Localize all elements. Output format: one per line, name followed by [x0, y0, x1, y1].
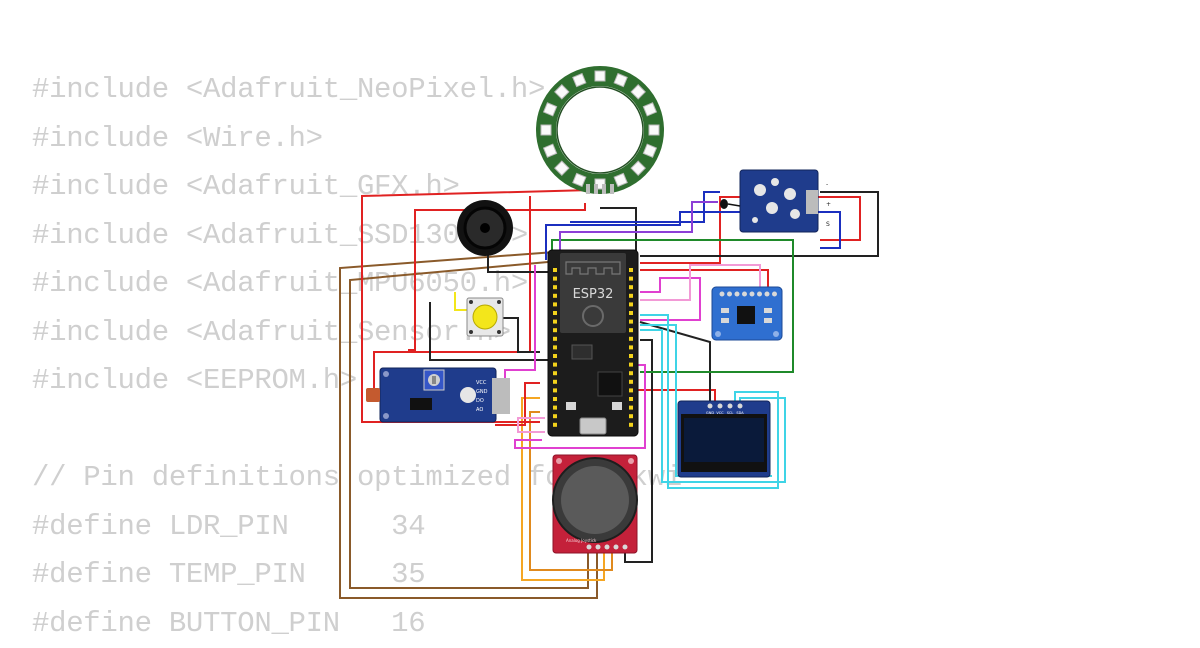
esp32-pin-left[interactable] — [553, 423, 557, 427]
circuit-diagram: VCC GND DO AO ESP32 - + S — [0, 0, 1200, 630]
esp32-pin-left[interactable] — [553, 285, 557, 289]
mpu-pin[interactable] — [757, 292, 762, 297]
mpu-pin[interactable] — [772, 292, 777, 297]
esp32-pin-right[interactable] — [629, 423, 633, 427]
boot-button[interactable] — [566, 402, 576, 410]
esp32-pin-right[interactable] — [629, 414, 633, 418]
esp32-pin-left[interactable] — [553, 328, 557, 332]
esp32-pin-left[interactable] — [553, 406, 557, 410]
esp32-pin-left[interactable] — [553, 388, 557, 392]
esp32-pin-left[interactable] — [553, 294, 557, 298]
esp32-pin-right[interactable] — [629, 277, 633, 281]
mpu6050-module[interactable] — [712, 287, 782, 340]
ldr-sensor-module[interactable]: VCC GND DO AO — [366, 368, 510, 422]
ntc-pin-s: S — [826, 221, 830, 228]
neopixel-led — [541, 125, 551, 135]
mpu-pin[interactable] — [742, 292, 747, 297]
esp32-pin-right[interactable] — [629, 406, 633, 410]
usb-port-icon — [580, 418, 606, 434]
joystick-knob[interactable] — [561, 466, 629, 534]
esp32-pin-left[interactable] — [553, 380, 557, 384]
oled-pin-sda: SDA — [736, 411, 744, 415]
esp32-pin-left[interactable] — [553, 354, 557, 358]
esp32-label: ESP32 — [573, 287, 614, 302]
ntc-pin-plus: + — [826, 201, 831, 208]
push-button[interactable] — [467, 298, 503, 336]
mpu-pin[interactable] — [765, 292, 770, 297]
joystick-pin[interactable] — [605, 545, 610, 550]
esp32-pin-right[interactable] — [629, 294, 633, 298]
esp32-pin-right[interactable] — [629, 371, 633, 375]
neopixel-led — [595, 71, 605, 81]
joystick-module[interactable]: Analog Joystick — [553, 455, 637, 553]
ldr-pin-vcc: VCC — [476, 380, 487, 386]
esp32-pin-right[interactable] — [629, 388, 633, 392]
esp32-pin-left[interactable] — [553, 345, 557, 349]
reset-button[interactable] — [612, 402, 622, 410]
mpu-pin[interactable] — [750, 292, 755, 297]
joystick-pin[interactable] — [614, 545, 619, 550]
wire-black-ring[interactable] — [600, 208, 636, 252]
neopixel-ring[interactable] — [541, 71, 659, 194]
esp32-pin-right[interactable] — [629, 354, 633, 358]
esp32-pin-left[interactable] — [553, 337, 557, 341]
ldr-pin-do: DO — [476, 398, 484, 404]
neopixel-led — [649, 125, 659, 135]
esp32-pin-right[interactable] — [629, 397, 633, 401]
joystick-label: Analog Joystick — [566, 538, 597, 543]
esp32-pin-left[interactable] — [553, 397, 557, 401]
esp32-pin-right[interactable] — [629, 380, 633, 384]
esp32-pin-right[interactable] — [629, 285, 633, 289]
ldr-pin-gnd: GND — [476, 389, 488, 395]
esp32-pin-right[interactable] — [629, 328, 633, 332]
ldr-pin-ao: AO — [476, 407, 483, 413]
esp32-pin-left[interactable] — [553, 311, 557, 315]
oled-pin-gnd: GND — [706, 411, 714, 415]
esp32-devkit[interactable]: ESP32 — [548, 250, 638, 436]
oled-pin-vcc: VCC — [716, 411, 724, 415]
esp32-pin-left[interactable] — [553, 277, 557, 281]
mpu-pin[interactable] — [727, 292, 732, 297]
photoresistor-icon — [366, 388, 380, 402]
esp32-pin-left[interactable] — [553, 268, 557, 272]
oled-screen — [684, 418, 764, 462]
mpu-pin[interactable] — [720, 292, 725, 297]
thermistor-icon — [720, 199, 728, 209]
esp32-pin-right[interactable] — [629, 337, 633, 341]
joystick-pin[interactable] — [623, 545, 628, 550]
esp32-pin-right[interactable] — [629, 320, 633, 324]
ntc-pin-minus: - — [826, 181, 828, 188]
esp32-pin-left[interactable] — [553, 363, 557, 367]
joystick-pin[interactable] — [596, 545, 601, 550]
esp32-pin-right[interactable] — [629, 311, 633, 315]
esp32-pin-right[interactable] — [629, 345, 633, 349]
oled-display[interactable]: GND VCC SCL SDA — [678, 401, 770, 477]
ntc-temperature-module[interactable]: - + S — [720, 170, 831, 232]
esp32-pin-right[interactable] — [629, 363, 633, 367]
esp32-pin-left[interactable] — [553, 302, 557, 306]
esp32-pin-right[interactable] — [629, 268, 633, 272]
joystick-pin[interactable] — [587, 545, 592, 550]
buzzer[interactable] — [457, 200, 513, 256]
esp32-pin-right[interactable] — [629, 302, 633, 306]
esp32-pin-left[interactable] — [553, 320, 557, 324]
oled-pin-scl: SCL — [727, 411, 734, 415]
mpu-pin[interactable] — [735, 292, 740, 297]
esp32-pin-left[interactable] — [553, 414, 557, 418]
esp32-pin-left[interactable] — [553, 371, 557, 375]
wire-blue-probe[interactable] — [570, 192, 720, 222]
